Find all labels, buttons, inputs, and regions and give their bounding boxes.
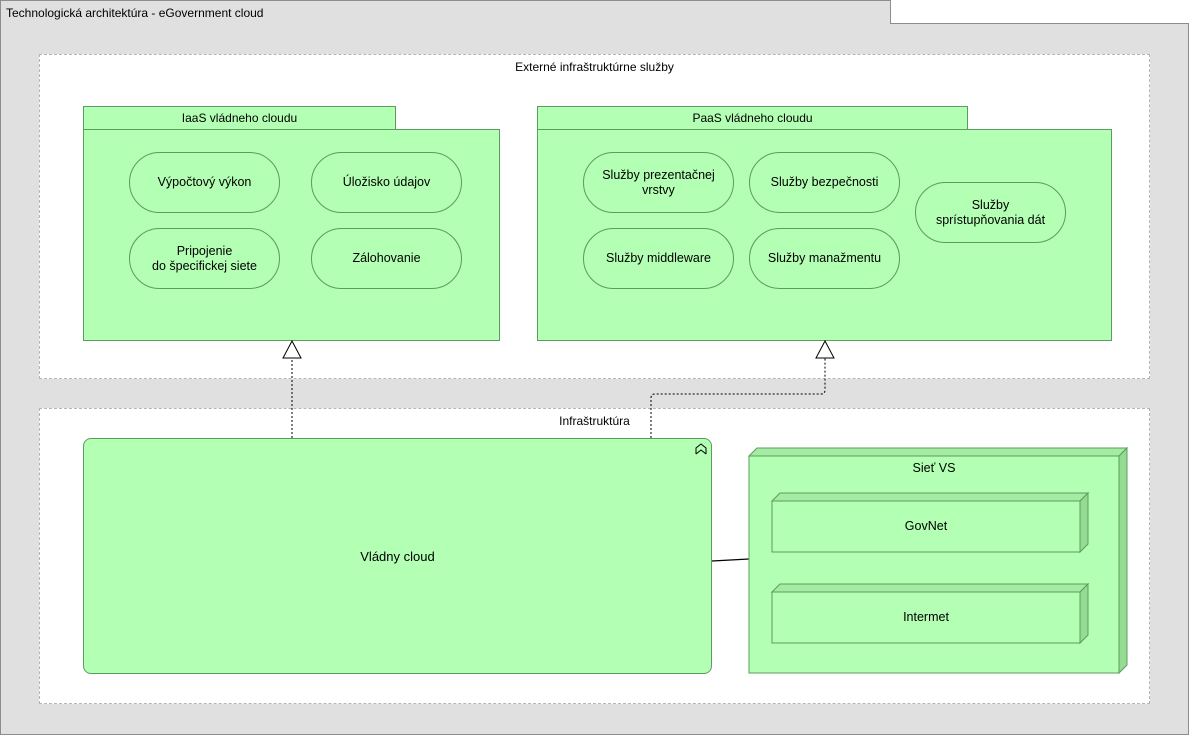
paas-service-label: Služby sprístupňovania dát — [935, 197, 1046, 227]
iaas-service-backup[interactable]: Zálohovanie — [311, 228, 462, 289]
network-node-label[interactable]: Sieť VS — [912, 461, 956, 475]
view-title: Technologická architektúra - eGovernment… — [6, 6, 264, 20]
paas-service-label: Služby bezpečnosti — [770, 175, 879, 189]
iaas-service-compute[interactable]: Výpočtový výkon — [129, 152, 280, 213]
paas-package-tab[interactable]: PaaS vládneho cloudu — [537, 106, 968, 130]
external-services-group-title: Externé infraštruktúrne služby — [515, 60, 674, 74]
paas-service-label: Služby manažmentu — [767, 251, 882, 265]
intermet-device-label[interactable]: Intermet — [903, 610, 949, 624]
infrastructure-group-title: Infraštruktúra — [559, 414, 630, 428]
paas-service-middleware[interactable]: Služby middleware — [583, 228, 734, 289]
paas-service-label: Služby middleware — [606, 251, 711, 265]
paas-service-management[interactable]: Služby manažmentu — [749, 228, 900, 289]
govnet-device-label[interactable]: GovNet — [904, 519, 948, 533]
iaas-service-label: Výpočtový výkon — [157, 175, 252, 189]
view-title-tab[interactable]: Technologická architektúra - eGovernment… — [0, 0, 891, 24]
iaas-service-label: Úložisko údajov — [342, 175, 431, 189]
iaas-service-storage[interactable]: Úložisko údajov — [311, 152, 462, 213]
paas-service-security[interactable]: Služby bezpečnosti — [749, 152, 900, 213]
iaas-service-label: Zálohovanie — [352, 251, 421, 265]
iaas-service-label: Pripojenie do špecifickej siete — [152, 243, 257, 273]
paas-service-presentation[interactable]: Služby prezentačnej vrstvy — [583, 152, 734, 213]
paas-package-title: PaaS vládneho cloudu — [692, 111, 813, 125]
government-cloud-node[interactable]: Vládny cloud — [83, 438, 712, 674]
paas-service-data-access[interactable]: Služby sprístupňovania dát — [915, 182, 1066, 243]
government-cloud-label: Vládny cloud — [360, 548, 435, 564]
iaas-package-tab[interactable]: IaaS vládneho cloudu — [83, 106, 396, 130]
iaas-service-connection[interactable]: Pripojenie do špecifickej siete — [129, 228, 280, 289]
paas-service-label: Služby prezentačnej vrstvy — [602, 167, 715, 197]
iaas-package-title: IaaS vládneho cloudu — [181, 111, 298, 125]
node-icon — [695, 443, 707, 455]
